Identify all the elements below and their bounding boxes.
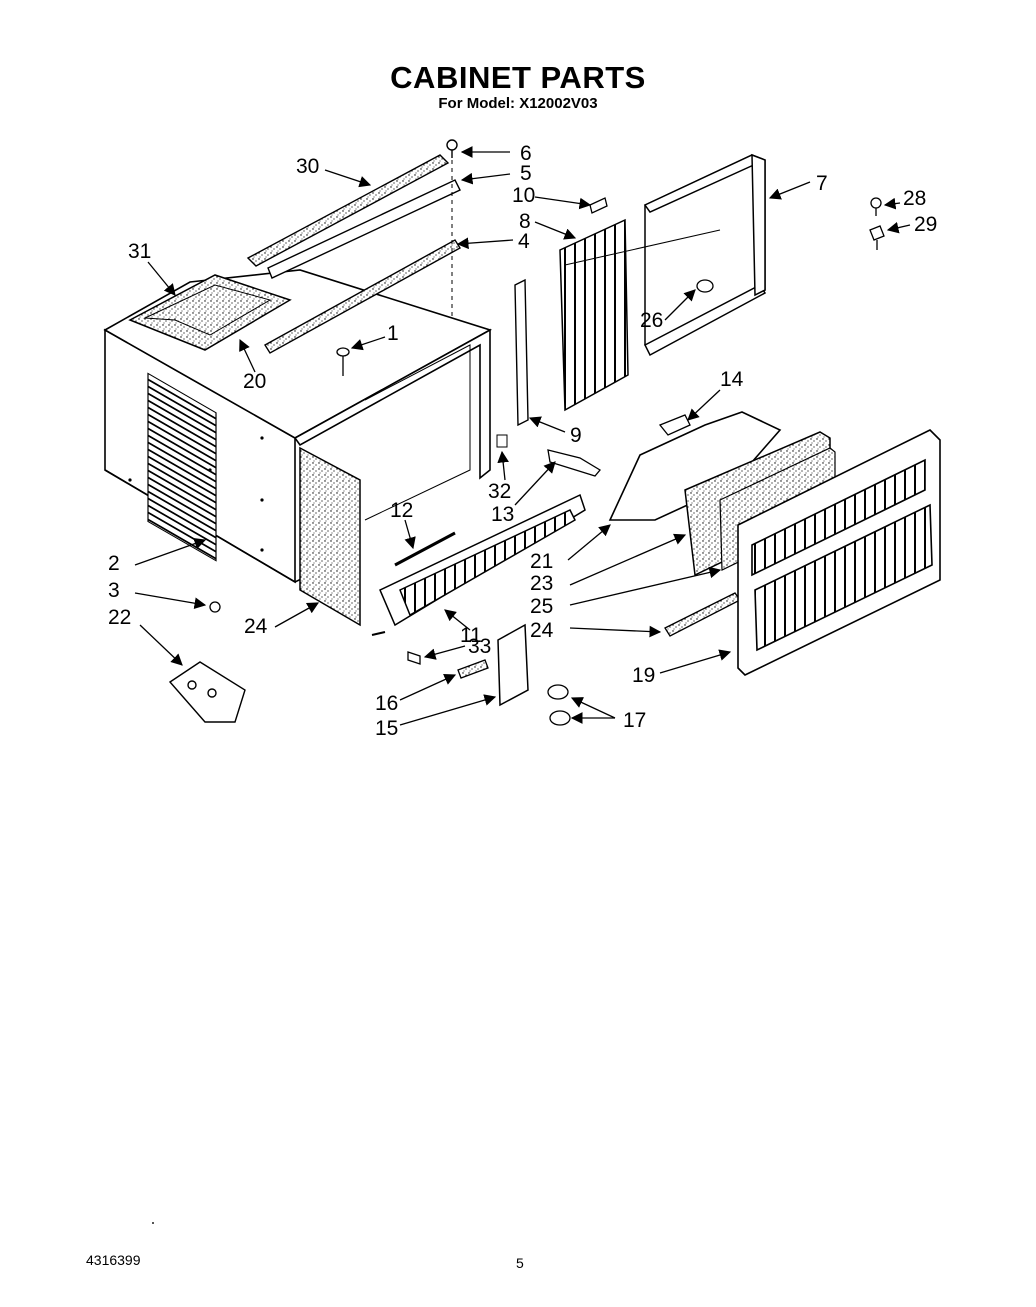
callout-16: 16 — [375, 692, 398, 715]
callout-32: 32 — [488, 480, 511, 503]
callout-3: 3 — [108, 579, 120, 602]
rail-5 — [267, 179, 461, 279]
front-grille-19 — [737, 429, 941, 676]
callout-10: 10 — [512, 184, 535, 207]
page-number: 5 — [516, 1255, 524, 1271]
leader-lines — [134, 146, 911, 726]
side-louvers — [147, 372, 217, 562]
callout-23: 23 — [530, 572, 553, 595]
foam-panel-22 — [299, 446, 361, 627]
document-number: 4316399 — [86, 1252, 141, 1268]
callout-6: 6 — [520, 142, 532, 165]
callout-28: 28 — [903, 187, 926, 210]
clip-29 — [869, 225, 885, 250]
callout-5: 5 — [520, 162, 532, 185]
screw-3 — [209, 601, 221, 613]
callout-labels: 6 5 30 10 8 4 7 28 29 31 1 20 26 14 9 32… — [108, 142, 937, 740]
coil-guide — [564, 229, 721, 266]
callout-14: 14 — [720, 368, 744, 391]
screw-28 — [870, 197, 882, 216]
callout-27: 26 — [640, 309, 663, 332]
callout-24: 24 — [530, 619, 554, 642]
callout-25: 25 — [530, 595, 553, 618]
screw-1 — [336, 347, 350, 376]
part-13 — [547, 449, 601, 477]
part-16 — [457, 659, 489, 679]
rod-12 — [394, 531, 456, 567]
callout-7: 7 — [816, 172, 828, 195]
side-screw-dots — [128, 436, 264, 552]
callout-33: 33 — [468, 635, 491, 658]
callout-1: 1 — [387, 322, 399, 345]
screw-6 — [446, 139, 458, 158]
wire-support-21 — [608, 411, 782, 521]
callout-19: 19 — [632, 664, 655, 687]
bracket-9 — [514, 278, 529, 427]
callout-22: 24 — [244, 615, 268, 638]
callout-2: 2 — [108, 552, 120, 575]
bracket-26 — [168, 661, 246, 723]
top-filter-31 — [128, 274, 292, 351]
callout-12: 12 — [390, 499, 413, 522]
page-title: CABINET PARTS — [390, 60, 646, 95]
screw-33 — [407, 651, 421, 665]
callout-29: 29 — [914, 213, 937, 236]
callout-11: 11 — [460, 624, 482, 647]
part-14 — [658, 414, 691, 436]
frame-7 — [643, 153, 767, 357]
grille-11 — [379, 493, 586, 627]
callout-30: 30 — [296, 155, 319, 178]
rail-30 — [246, 154, 450, 267]
callout-31: 31 — [128, 240, 151, 263]
callout-17: 17 — [623, 709, 646, 732]
strip-24 — [664, 592, 741, 637]
clip-32 — [496, 434, 508, 448]
callout-21: 21 — [530, 550, 553, 573]
callout-8: 8 — [519, 210, 531, 233]
stray-mark — [152, 1222, 154, 1224]
control-bracket-15 — [497, 623, 529, 707]
callout-4: 4 — [518, 230, 530, 253]
callout-20: 20 — [243, 370, 266, 393]
callout-26: 22 — [108, 606, 131, 629]
model-subtitle: For Model: X12002V03 — [438, 95, 598, 112]
callout-13: 13 — [491, 503, 514, 526]
part-27 — [696, 279, 714, 293]
coil-8 — [559, 218, 629, 412]
callout-9: 9 — [570, 424, 582, 447]
callout-15: 15 — [375, 717, 398, 740]
rod-bottom — [371, 631, 386, 636]
knobs-17 — [547, 684, 571, 726]
screw-10 — [589, 197, 608, 214]
